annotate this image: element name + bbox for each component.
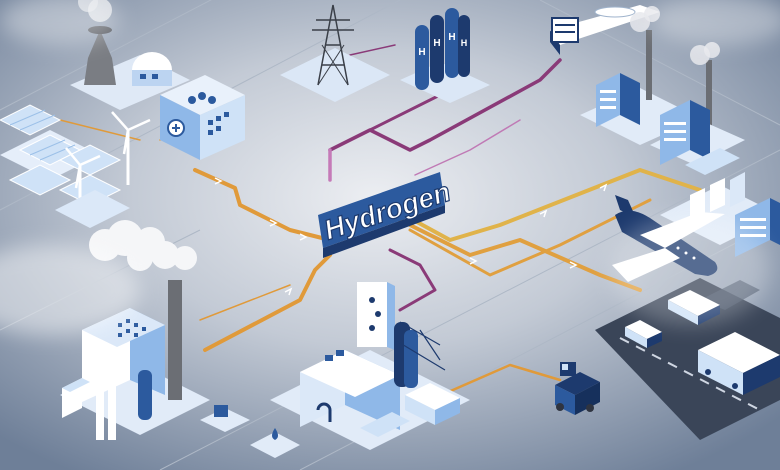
tank-label-3: H [448,32,455,43]
ship-icon [550,5,660,55]
water-drop-icon [250,428,300,458]
flow-to-forklift [428,363,562,402]
haze-left [0,245,140,335]
power-pylon-icon [280,4,390,102]
van-icon [625,320,662,348]
power-plant-icon [60,280,210,440]
small-building-icon [200,405,250,432]
road-markings [619,337,761,411]
haze-right [610,215,770,325]
truck-icon [698,332,780,395]
flow-to-refinery [388,248,437,312]
power-building-icon [160,75,245,160]
flow-industry [203,253,332,352]
flow-to-ship [328,58,562,152]
tank-label-4: H [461,38,468,48]
flow-arrows [214,177,608,296]
refinery-icon [270,282,470,450]
tank-label-1: H [418,47,425,58]
haze-top-right [650,0,780,45]
wind-turbine-icon [55,111,151,228]
solar-panels-icon [0,104,122,206]
airport-road [595,278,780,440]
factory-icon [580,6,745,175]
flow-renewables [193,168,332,242]
haze-top-left [0,0,120,45]
tank-label-2: H [433,38,440,49]
hydrogen-tanks-icon: H H H H [400,8,490,103]
forklift-icon [555,362,600,415]
flow-to-city [393,168,702,242]
